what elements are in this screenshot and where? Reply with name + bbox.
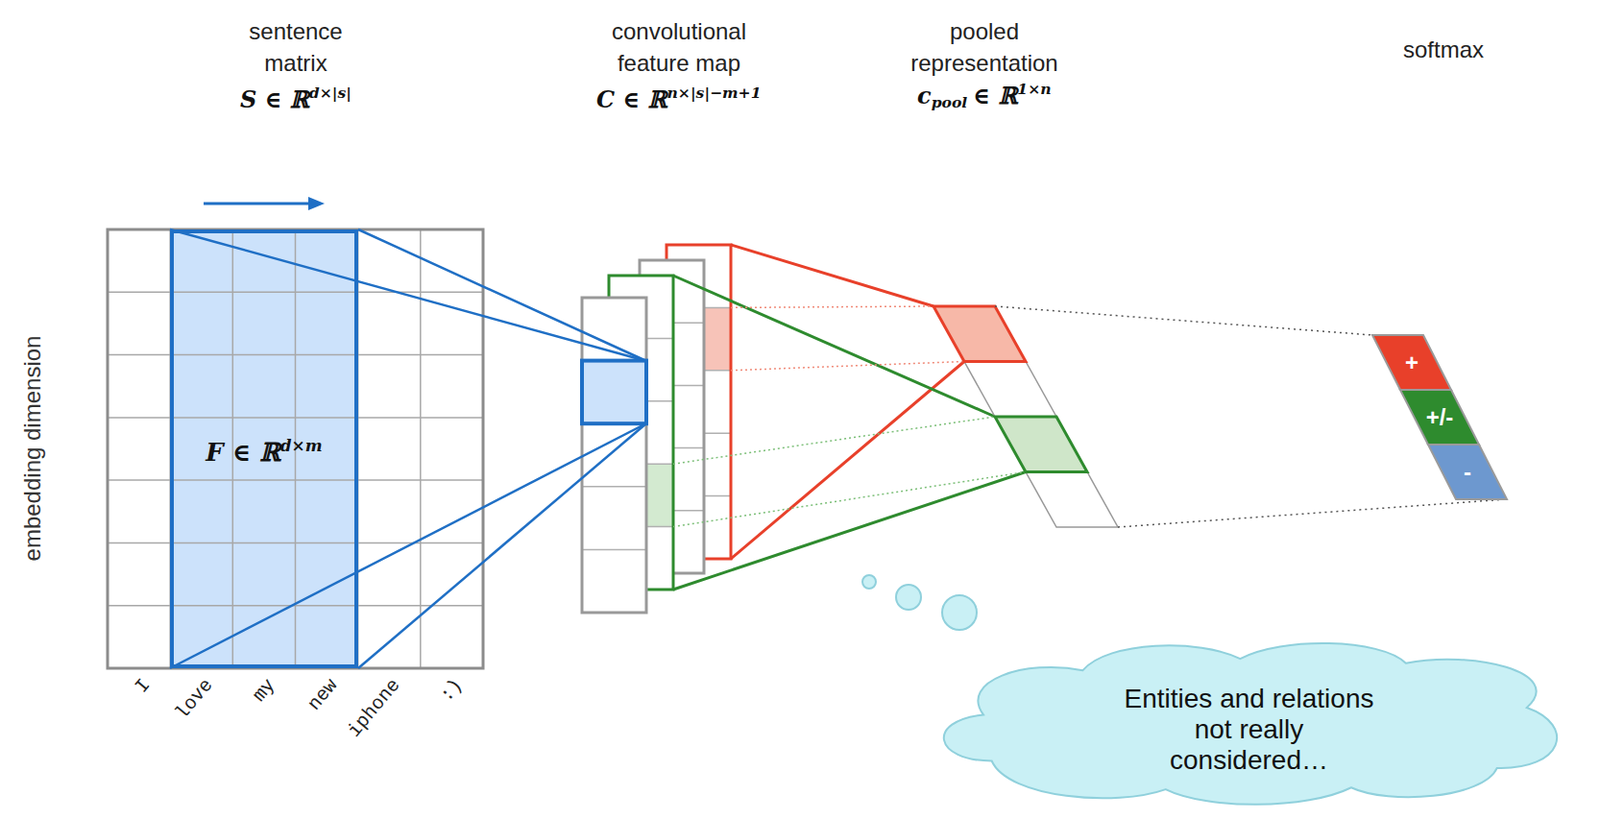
softmax-cell: - (1428, 444, 1507, 500)
filter-projection-lines (169, 423, 647, 669)
feature-maps (581, 361, 647, 551)
thought-bubbles (862, 575, 977, 631)
feature-maps (581, 244, 731, 613)
pooling-lines (673, 472, 1026, 528)
word-token: my (247, 674, 281, 707)
pooled-representation (994, 416, 1088, 473)
sentence-matrix (169, 229, 359, 669)
slide-arrow (203, 196, 325, 211)
math-term: S ∈ ℝ (240, 85, 310, 114)
sentence-matrix (107, 354, 484, 357)
math-term: c (917, 81, 932, 110)
math-formula: C ∈ ℝn×|s|−m+1 (596, 78, 762, 115)
column-heading: softmax (1347, 33, 1540, 66)
column-heading: convolutional feature map (582, 15, 776, 79)
math-formula: cpool∈ ℝ1×n (917, 74, 1052, 118)
cloud-shape (944, 643, 1557, 805)
word-token: love (170, 674, 219, 725)
softmax-lines (994, 306, 1373, 336)
math-term: n×|s|−m+1 (667, 83, 762, 102)
filter-projection-lines (358, 229, 647, 362)
axis-label: embedding dimension (18, 336, 48, 562)
math-term: pool (931, 93, 969, 112)
softmax-label-holder: - (1428, 444, 1507, 500)
sentence-matrix (107, 229, 484, 669)
slide-arrow (308, 196, 325, 211)
softmax-cell: +/- (1400, 389, 1479, 445)
class-label: - (1463, 459, 1472, 486)
word-token: new (303, 674, 344, 716)
feature-maps (581, 485, 647, 488)
sentence-matrix (107, 416, 484, 419)
sentence-matrix (107, 229, 484, 669)
math-formula: F ∈ ℝd×m (205, 430, 322, 468)
thought-cloud: Entities and relations not really consid… (917, 636, 1580, 815)
pooling-lines (673, 416, 995, 464)
feature-maps (581, 361, 647, 425)
sentence-matrix (107, 542, 484, 545)
slide-arrow (203, 202, 312, 206)
pooled-representation (933, 306, 1026, 363)
pooling-lines (730, 306, 934, 308)
sentence-matrix (107, 479, 484, 482)
math-term: F ∈ ℝ (205, 437, 280, 467)
class-label: + (1405, 349, 1419, 377)
pooling-lines (673, 472, 1026, 591)
filter-projection-lines (169, 229, 647, 669)
softmax-cell-shape (1400, 389, 1479, 445)
class-label: +/- (1426, 404, 1455, 432)
softmax-cell-shape (1428, 444, 1507, 500)
math-term: ∈ ℝ (972, 81, 1018, 110)
math-formula: S ∈ ℝd×|s| (240, 78, 352, 115)
pooled-representation (933, 306, 1118, 528)
pooled-representation (964, 362, 1057, 418)
word-token: I (130, 674, 156, 699)
pooling-lines (673, 244, 1026, 590)
math-term: d×|s| (309, 83, 352, 102)
cloud-text-block: Entities and relations not really consid… (1116, 683, 1382, 776)
sentence-matrix (107, 229, 484, 669)
pooling-lines (730, 362, 965, 371)
math-term: d×m (280, 436, 323, 456)
sentence-matrix (419, 229, 422, 669)
cloud-note: Entities and relations not really consid… (1116, 683, 1382, 776)
sentence-matrix (107, 291, 484, 294)
filter-window: F ∈ ℝd×m (169, 229, 359, 669)
column-heading: pooled representation (893, 15, 1076, 79)
math-term: 1×n (1017, 79, 1051, 98)
filter-projection-lines (358, 423, 647, 669)
pooled-representation (1025, 472, 1118, 529)
pooling-lines (730, 362, 965, 560)
word-token: :) (435, 674, 468, 707)
feature-maps (581, 549, 647, 552)
filter-projection-lines (169, 229, 647, 362)
column-heading: sentence matrix (228, 15, 364, 79)
softmax-cell: + (1372, 335, 1452, 390)
thought-bubbles (942, 595, 977, 631)
word-token: iphone (343, 674, 407, 743)
softmax-cell-shape (1372, 335, 1452, 390)
thought-bubbles (862, 575, 876, 589)
pooling-lines (673, 275, 995, 417)
softmax-label-holder: + (1372, 335, 1452, 390)
math-term: C ∈ ℝ (596, 85, 668, 114)
thought-bubbles (896, 584, 922, 610)
softmax-label-holder: +/- (1400, 389, 1479, 445)
softmax-lines (994, 306, 1507, 528)
softmax-lines (1117, 499, 1507, 528)
pooling-lines (730, 244, 934, 307)
